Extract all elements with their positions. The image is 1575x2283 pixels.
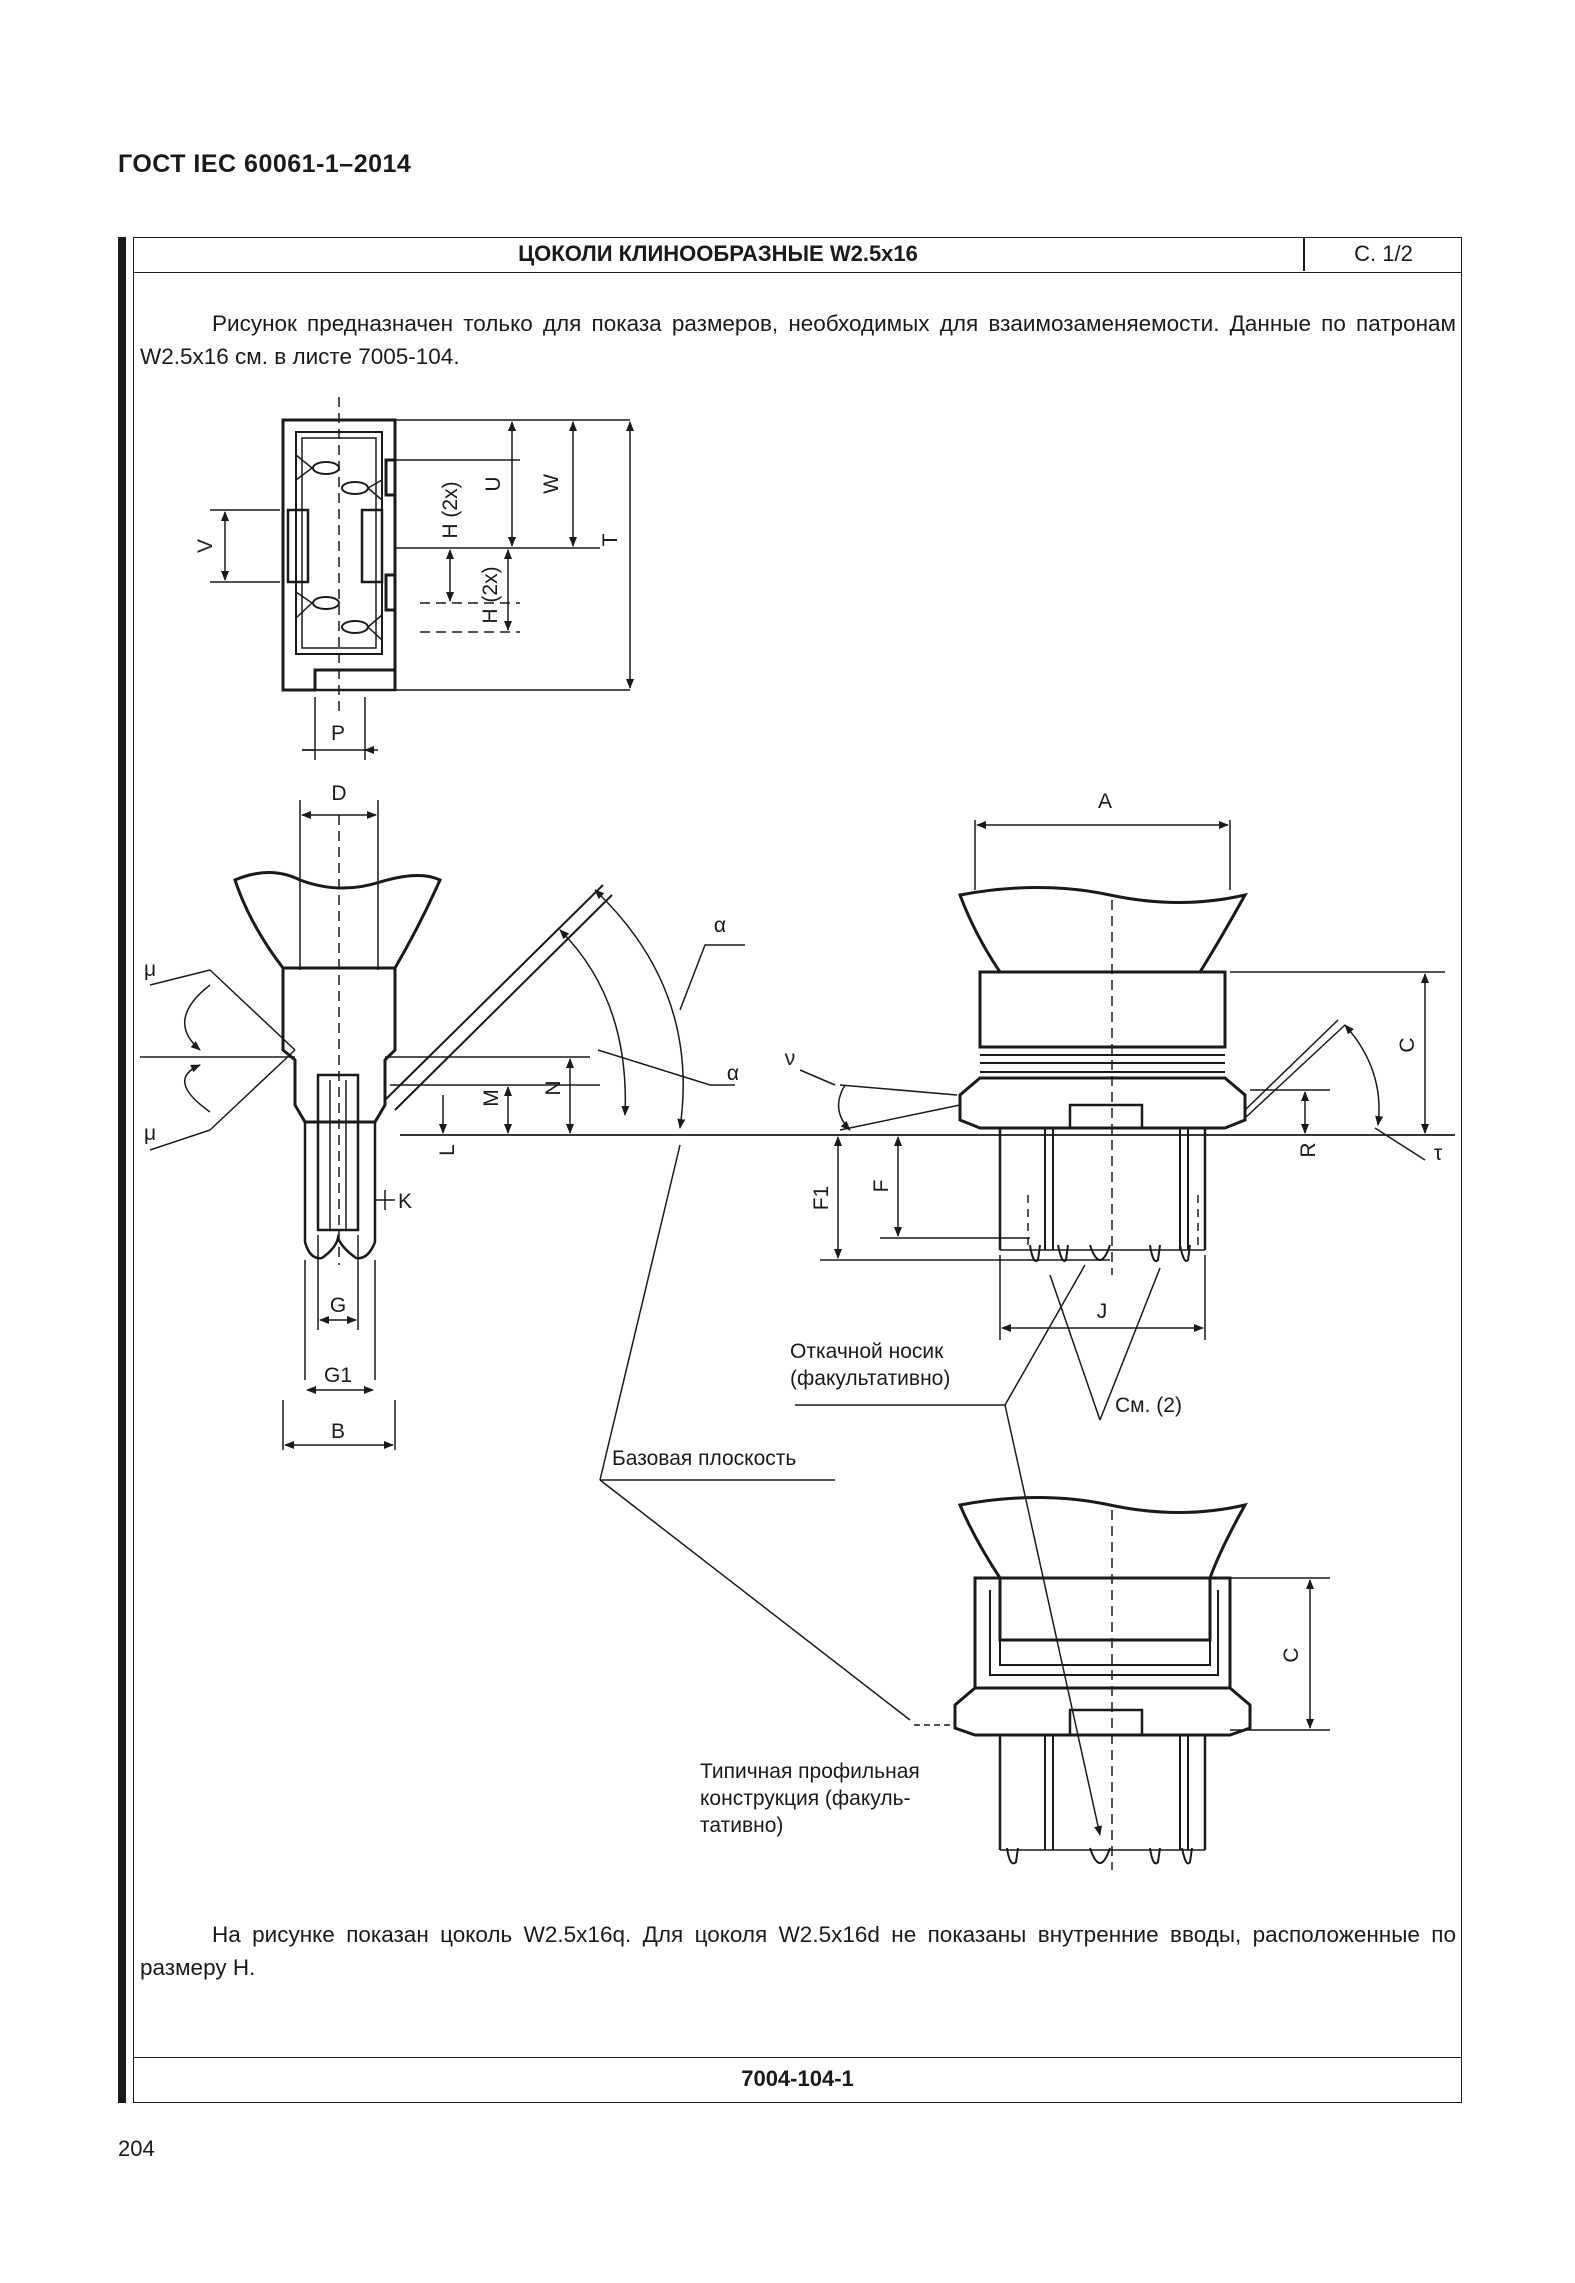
top-view	[210, 397, 634, 760]
dim-C-top: C	[1396, 1037, 1419, 1052]
dim-A: A	[1098, 790, 1112, 813]
dim-P: P	[331, 722, 345, 745]
dim-M: M	[480, 1089, 503, 1107]
page-number: 204	[118, 2136, 155, 2161]
callout-typical-profile-2: конструкция (факуль-	[700, 1787, 911, 1810]
callout-see-note: См. (2)	[1115, 1394, 1182, 1417]
sheet-number: 7004-104-1	[133, 2057, 1462, 2103]
dim-alpha-mid: α	[727, 1062, 739, 1085]
front-view	[799, 820, 1445, 1340]
intro-paragraph: Рисунок предназначен только для показа р…	[140, 311, 1456, 369]
side-view	[140, 800, 1455, 1450]
dim-B: B	[331, 1420, 345, 1443]
callout-exhaust-tip-1: Откачной носик	[790, 1340, 944, 1363]
dim-L: L	[436, 1144, 459, 1156]
dim-F1: F1	[810, 1186, 833, 1211]
dim-K: K	[398, 1190, 412, 1213]
dim-H-lower: H (2x)	[479, 566, 502, 623]
sheet-header: ЦОКОЛИ КЛИНООБРАЗНЫЕ W2.5x16 С. 1/2	[133, 237, 1462, 273]
callout-exhaust-tip-2: (факультативно)	[790, 1367, 950, 1390]
callout-typical-profile-1: Типичная профильная	[700, 1760, 920, 1783]
dim-R: R	[1297, 1142, 1320, 1157]
standard-designation: ГОСТ IEC 60061-1–2014	[118, 150, 412, 178]
dim-H-upper: H (2x)	[439, 481, 462, 538]
callout-typical-profile-3: тативно)	[700, 1814, 783, 1837]
dim-alpha-top: α	[714, 914, 726, 937]
dim-W: W	[540, 474, 563, 494]
dim-tau: τ	[1434, 1142, 1443, 1165]
dim-T: T	[599, 533, 622, 546]
dim-G1: G1	[324, 1364, 352, 1387]
dim-C-bottom: C	[1280, 1647, 1303, 1662]
sheet-frame	[133, 237, 1462, 2103]
frame-thick-border	[118, 237, 126, 2103]
dim-nu: ν	[785, 1047, 796, 1070]
dim-N: N	[542, 1080, 565, 1095]
dim-D: D	[331, 782, 346, 805]
dim-F: F	[870, 1180, 893, 1193]
header-divider	[1303, 237, 1305, 271]
note-paragraph: На рисунке показан цоколь W2.5x16q. Для …	[140, 1922, 1456, 1980]
callout-reference-plane: Базовая плоскость	[612, 1447, 796, 1470]
callout-leaders	[599, 1144, 1161, 1836]
dim-U: U	[482, 476, 505, 491]
dim-G: G	[330, 1294, 346, 1317]
dim-mu-bottom: μ	[144, 1122, 156, 1145]
sheet-page: С. 1/2	[1354, 241, 1413, 266]
dim-mu-top: μ	[144, 958, 156, 981]
dim-V: V	[194, 539, 217, 553]
profile-view	[910, 1496, 1330, 1870]
dim-J: J	[1097, 1300, 1108, 1323]
sheet-title: ЦОКОЛИ КЛИНООБРАЗНЫЕ W2.5x16	[518, 241, 918, 266]
